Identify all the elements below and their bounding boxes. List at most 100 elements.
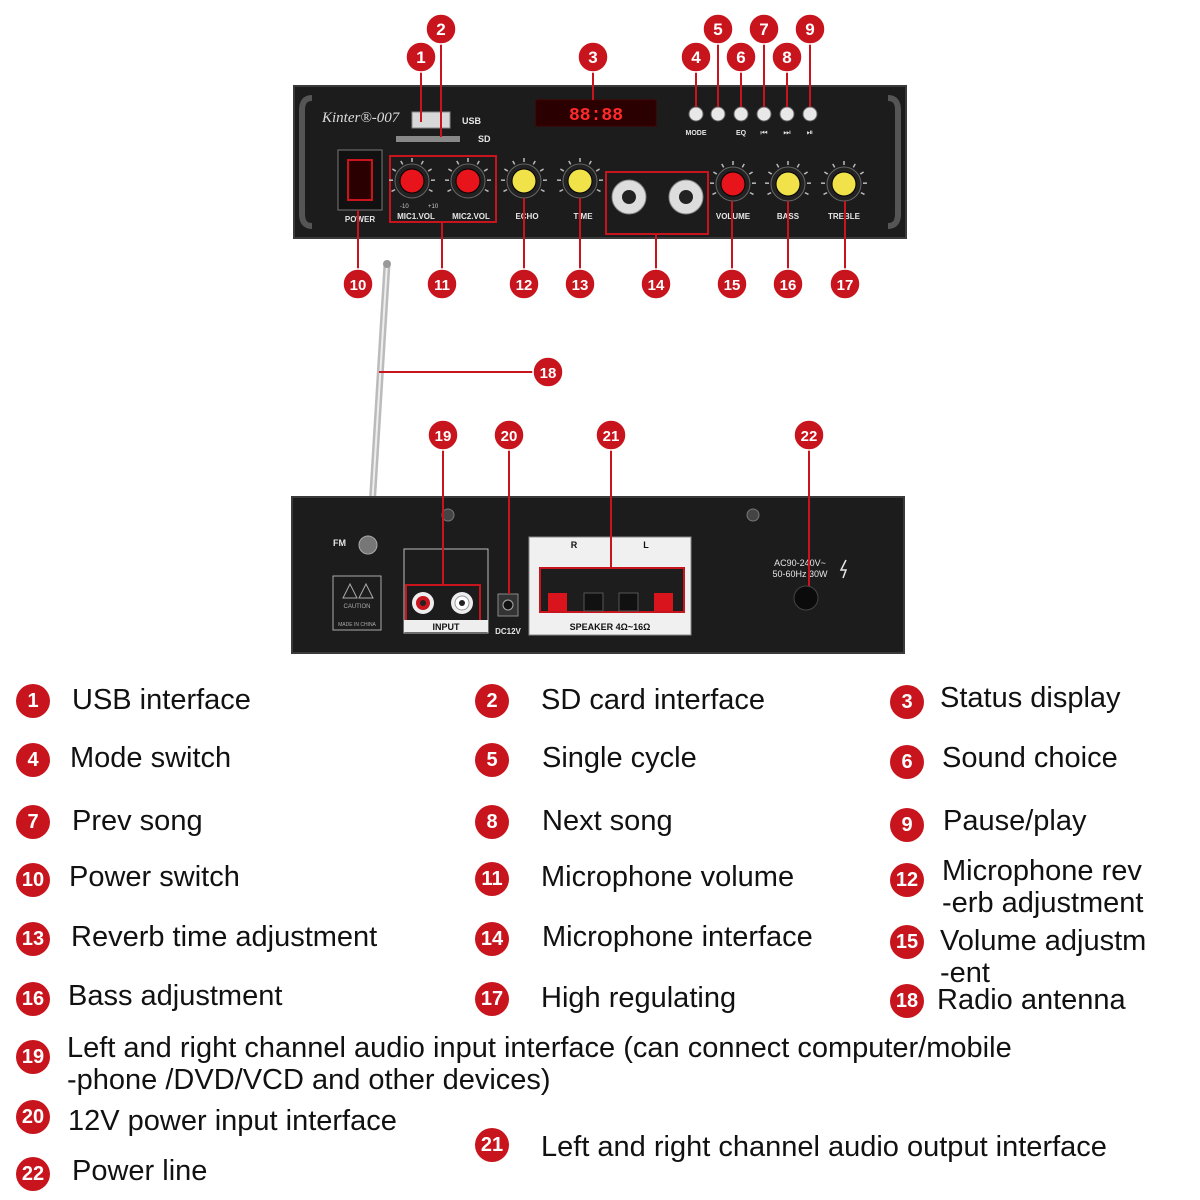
control-button [779, 106, 795, 122]
callout-badge [716, 268, 748, 300]
knob [775, 171, 801, 197]
knob-tick [391, 188, 396, 193]
callout-number: 7 [759, 20, 768, 39]
callout-badge [405, 41, 437, 73]
control-button [802, 106, 818, 122]
knob-tick [427, 168, 433, 172]
speaker-label: SPEAKER 4Ω~16Ω [570, 622, 651, 632]
input-frame [403, 548, 489, 634]
legend-item: Status display [940, 682, 1121, 714]
callout-badge [425, 13, 457, 45]
knob-tick [420, 160, 424, 165]
callout-number: 2 [436, 20, 445, 39]
callout-number: 9 [805, 20, 814, 39]
knob-tick [400, 160, 404, 165]
knob-tick [483, 168, 489, 172]
legend-item: Sound choice [942, 742, 1118, 774]
legend-badge: 14 [475, 922, 509, 956]
knob-tick [447, 188, 452, 193]
speaker-channel-r: R [571, 540, 578, 550]
knob-tick [428, 188, 433, 193]
caution-triangles [342, 582, 374, 599]
knob-tick [568, 160, 572, 165]
callout-number: 3 [588, 48, 597, 67]
right-handle [887, 95, 901, 229]
scale-min: -10 [400, 204, 409, 210]
legend-badge: 20 [16, 1100, 50, 1134]
knob [720, 171, 746, 197]
knob-tick [796, 163, 800, 168]
knob-tick [803, 171, 809, 175]
scale-max: +10 [428, 204, 439, 210]
button-label-mode: MODE [686, 130, 707, 137]
callout-number: 4 [691, 48, 701, 67]
callout-badge [595, 419, 627, 451]
legend-badge: 3 [890, 685, 924, 719]
power-rating-2: 50-60Hz 30W [772, 569, 828, 579]
callout-number: 8 [782, 48, 791, 67]
knob [567, 168, 593, 194]
knob-tick [852, 163, 856, 168]
legend-badge: 15 [890, 925, 924, 959]
knob-label-echo: ECHO [515, 212, 538, 221]
legend-item: High regulating [541, 982, 737, 1014]
usb-label: USB [462, 116, 482, 126]
sd-label: SD [478, 134, 491, 144]
legend-item: Microphone volume [541, 861, 795, 893]
knob-label-time: TIME [573, 212, 593, 221]
knob-tick [721, 163, 725, 168]
knob-tick [832, 163, 836, 168]
legend-badge: 4 [16, 743, 50, 777]
knob-tick [748, 171, 754, 175]
legend-item: Left and right channel audio output inte… [541, 1131, 1107, 1163]
callout-number: 21 [603, 428, 620, 445]
knob-tick [767, 171, 773, 175]
knob-tick [596, 188, 601, 193]
legend-badge: 10 [16, 863, 50, 897]
legend-badge: 22 [16, 1157, 50, 1191]
knob [399, 168, 425, 194]
callout-badge [748, 13, 780, 45]
callout-badge [640, 268, 672, 300]
knob-tick [539, 168, 545, 172]
legend-item: USB interface [72, 684, 251, 716]
legend-badge: 12 [890, 863, 924, 897]
knob-tick [391, 168, 397, 172]
callout-number: 17 [837, 277, 854, 294]
legend-badge: 6 [890, 745, 924, 779]
callout-badge [532, 356, 564, 388]
callout-badge [577, 41, 609, 73]
amplifier-diagram: Kinter®-007 USB SD 88:88 POWER -10 +10 M… [291, 13, 907, 654]
callout-number: 5 [713, 20, 722, 39]
caution-text: CAUTION [344, 604, 371, 610]
legend-item: SD card interface [541, 684, 766, 716]
button-label-prev: ⏮ [760, 128, 767, 137]
control-button [710, 106, 726, 122]
knob-tick [595, 168, 601, 172]
knob-tick [559, 168, 565, 172]
control-button [756, 106, 772, 122]
knob-tick [532, 160, 536, 165]
callout-number: 20 [501, 428, 518, 445]
knob-tick [456, 160, 460, 165]
legend-item: Single cycle [542, 742, 697, 774]
callout-badge [342, 268, 374, 300]
power-label: POWER [345, 215, 375, 224]
legend-badge: 13 [16, 922, 50, 956]
callout-number: 13 [572, 277, 589, 294]
legend-badge: 9 [890, 808, 924, 842]
knob-tick [776, 163, 780, 168]
sd-slot [396, 136, 460, 142]
legend-item: Microphone interface [542, 921, 813, 953]
legend-item: Power line [72, 1155, 208, 1187]
legend-badge: 7 [16, 805, 50, 839]
legend-item: Microphone rev -erb adjustment [942, 855, 1144, 920]
legend-badge: 17 [475, 982, 509, 1016]
rear-panel: FM CAUTION MADE IN CHINA INPUT DC12V R L… [291, 496, 905, 654]
fm-label: FM [333, 538, 346, 548]
front-panel: Kinter®-007 USB SD 88:88 POWER -10 +10 M… [293, 85, 907, 239]
legend-badge: 11 [475, 862, 509, 896]
knob-tick [447, 168, 453, 172]
fm-antenna-port [358, 535, 378, 555]
input-label-bg [404, 620, 488, 632]
